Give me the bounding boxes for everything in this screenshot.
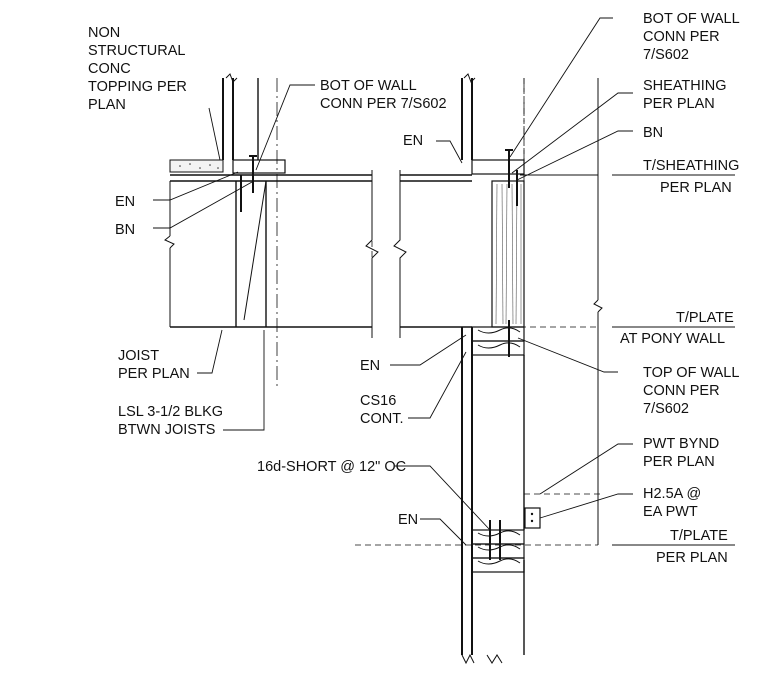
right-sill-plate [471,159,525,175]
label-lsl-1: LSL 3-1/2 BLKG [118,404,223,420]
label-at-pony-wall: AT PONY WALL [620,331,725,347]
label-cs16-1: CS16 [360,393,396,409]
label-t-sheathing: T/SHEATHING [643,158,739,174]
label-en-left: EN [115,194,135,210]
label-pwt-2: PER PLAN [643,454,715,470]
label-per-plan-bottom: PER PLAN [656,550,728,566]
label-t-plate-plan: T/PLATE [670,528,728,544]
left-upper-wall [222,73,259,160]
floor-sheathing [170,174,472,182]
label-top-wall-3: 7/S602 [643,401,689,417]
label-t-plate-pony: T/PLATE [676,310,734,326]
label-t-sheathing-per-plan: PER PLAN [660,180,732,196]
label-16d-short: 16d-SHORT @ 12" OC [257,459,406,475]
label-h25a-1: H2.5A @ [643,486,701,502]
joist-break [365,170,407,338]
label-bn-right: BN [643,125,663,141]
label-sheathing-2: PER PLAN [643,96,715,112]
rim-board [491,180,525,328]
label-top-wall-1: TOP OF WALL [643,365,739,381]
lower-plates [471,529,525,573]
lsl-blocking [235,180,267,327]
leader-lines [153,17,633,546]
top-plates-pony [471,326,525,356]
pwt-beyond [523,493,600,530]
label-en-lower: EN [398,512,418,528]
label-cs16-2: CONT. [360,411,404,427]
label-bn-left: BN [115,222,135,238]
label-bot-wall-left-1: BOT OF WALL [320,78,417,94]
h25a-clip [524,507,541,529]
label-plan: PLAN [88,97,126,113]
left-sill-plate [232,159,286,174]
label-non: NON [88,25,120,41]
right-upper-wall [461,73,525,160]
label-h25a-2: EA PWT [643,504,698,520]
label-bot-wall-right-1: BOT OF WALL [643,11,740,27]
nails-right [489,149,518,560]
label-topping-per: TOPPING PER [88,79,187,95]
label-bot-wall-right-2: CONN PER [643,29,720,45]
label-bot-wall-left-2: CONN PER 7/S602 [320,96,447,112]
nail-left [240,155,257,212]
pony-wall [461,327,525,665]
label-en-mid-top: EN [403,133,423,149]
label-bot-wall-right-3: 7/S602 [643,47,689,63]
label-pwt-1: PWT BYND [643,436,719,452]
label-conc: CONC [88,61,131,77]
annotation-labels: NON STRUCTURAL CONC TOPPING PER PLAN BOT… [88,11,740,566]
label-structural: STRUCTURAL [88,43,185,59]
joist-left [164,181,472,328]
label-joist-2: PER PLAN [118,366,190,382]
label-sheathing-1: SHEATHING [643,78,727,94]
concrete-topping [169,159,224,173]
label-lsl-2: BTWN JOISTS [118,422,215,438]
level-lines [355,78,735,546]
label-joist-1: JOIST [118,348,159,364]
label-en-mid: EN [360,358,380,374]
label-top-wall-2: CONN PER [643,383,720,399]
